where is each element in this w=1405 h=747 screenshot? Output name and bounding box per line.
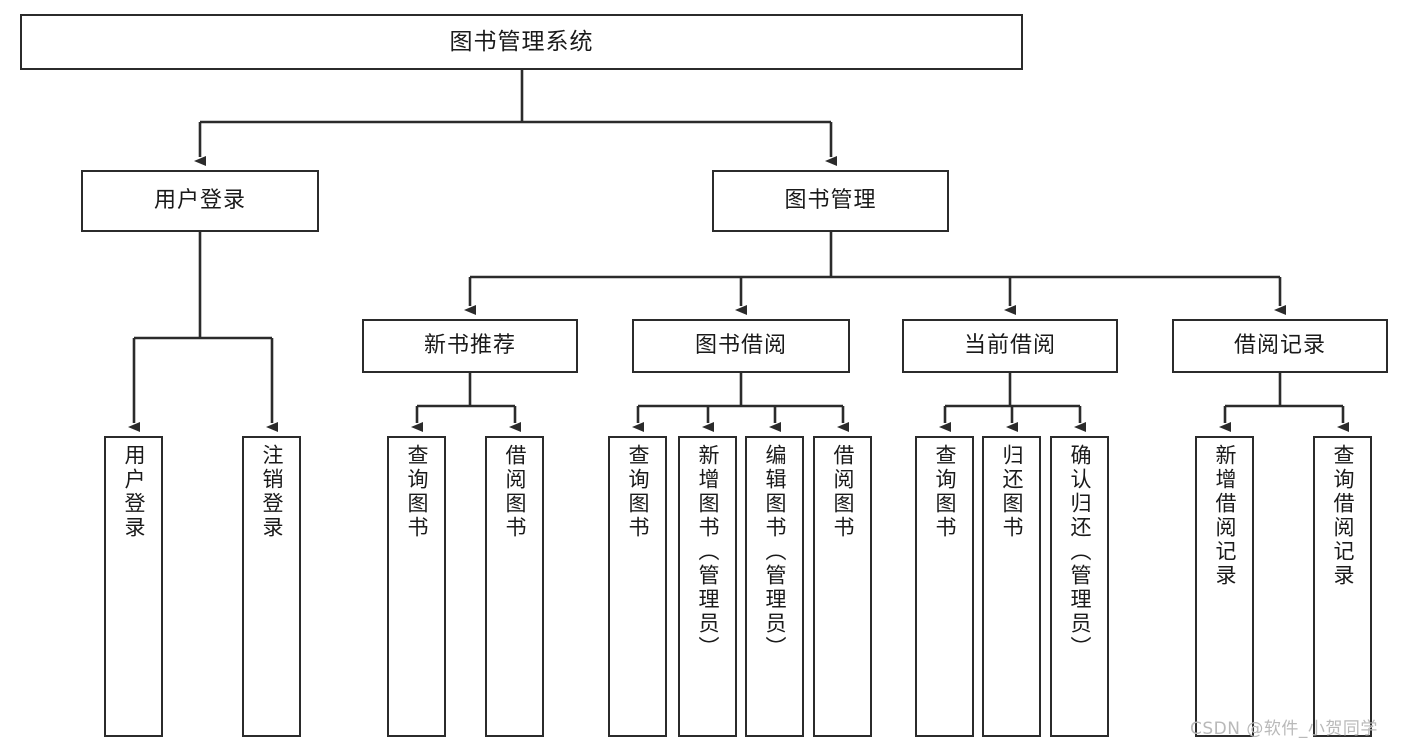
node-label: 用户登录	[153, 188, 246, 214]
node-leaf-rec-add[interactable]: 新增借阅记录	[1195, 436, 1254, 737]
node-current-borrow[interactable]: 当前借阅	[902, 319, 1118, 373]
node-borrow-record[interactable]: 借阅记录	[1172, 319, 1388, 373]
node-label: 编辑图书（管理员）	[763, 444, 787, 660]
node-root[interactable]: 图书管理系统	[20, 14, 1023, 70]
node-new-book-rec[interactable]: 新书推荐	[362, 319, 578, 373]
node-label: 图书管理	[784, 188, 877, 214]
node-label: 当前借阅	[963, 333, 1056, 359]
node-leaf-cur-confirm[interactable]: 确认归还（管理员）	[1050, 436, 1109, 737]
node-label: 借阅图书	[503, 444, 527, 540]
node-leaf-borrow-add[interactable]: 新增图书（管理员）	[678, 436, 737, 737]
node-label: 新书推荐	[423, 333, 516, 359]
node-leaf-rec-borrow[interactable]: 借阅图书	[485, 436, 544, 737]
node-leaf-cur-query[interactable]: 查询图书	[915, 436, 974, 737]
node-leaf-borrow-query[interactable]: 查询图书	[608, 436, 667, 737]
node-leaf-cur-return[interactable]: 归还图书	[982, 436, 1041, 737]
node-label: 用户登录	[122, 444, 146, 540]
node-book-borrow[interactable]: 图书借阅	[632, 319, 850, 373]
node-leaf-borrow-lend[interactable]: 借阅图书	[813, 436, 872, 737]
node-label: 查询图书	[933, 444, 957, 540]
node-leaf-user-login[interactable]: 用户登录	[104, 436, 163, 737]
node-label: 图书借阅	[694, 333, 787, 359]
node-label: 查询借阅记录	[1331, 444, 1355, 588]
node-label: 新增图书（管理员）	[696, 444, 720, 660]
node-label: 注销登录	[260, 444, 284, 540]
node-label: 图书管理系统	[449, 28, 594, 55]
node-leaf-user-logout[interactable]: 注销登录	[242, 436, 301, 737]
node-label: 确认归还（管理员）	[1068, 444, 1092, 660]
node-label: 借阅记录	[1233, 333, 1326, 359]
node-label: 归还图书	[1000, 444, 1024, 540]
node-book-manage[interactable]: 图书管理	[712, 170, 949, 232]
watermark: CSDN @软件_小贺同学	[1190, 719, 1378, 739]
node-leaf-borrow-edit[interactable]: 编辑图书（管理员）	[745, 436, 804, 737]
node-leaf-rec-search[interactable]: 查询借阅记录	[1313, 436, 1372, 737]
node-leaf-rec-query[interactable]: 查询图书	[387, 436, 446, 737]
node-label: 查询图书	[626, 444, 650, 540]
node-user-login[interactable]: 用户登录	[81, 170, 319, 232]
node-label: 查询图书	[405, 444, 429, 540]
node-label: 借阅图书	[831, 444, 855, 540]
node-label: 新增借阅记录	[1213, 444, 1237, 588]
